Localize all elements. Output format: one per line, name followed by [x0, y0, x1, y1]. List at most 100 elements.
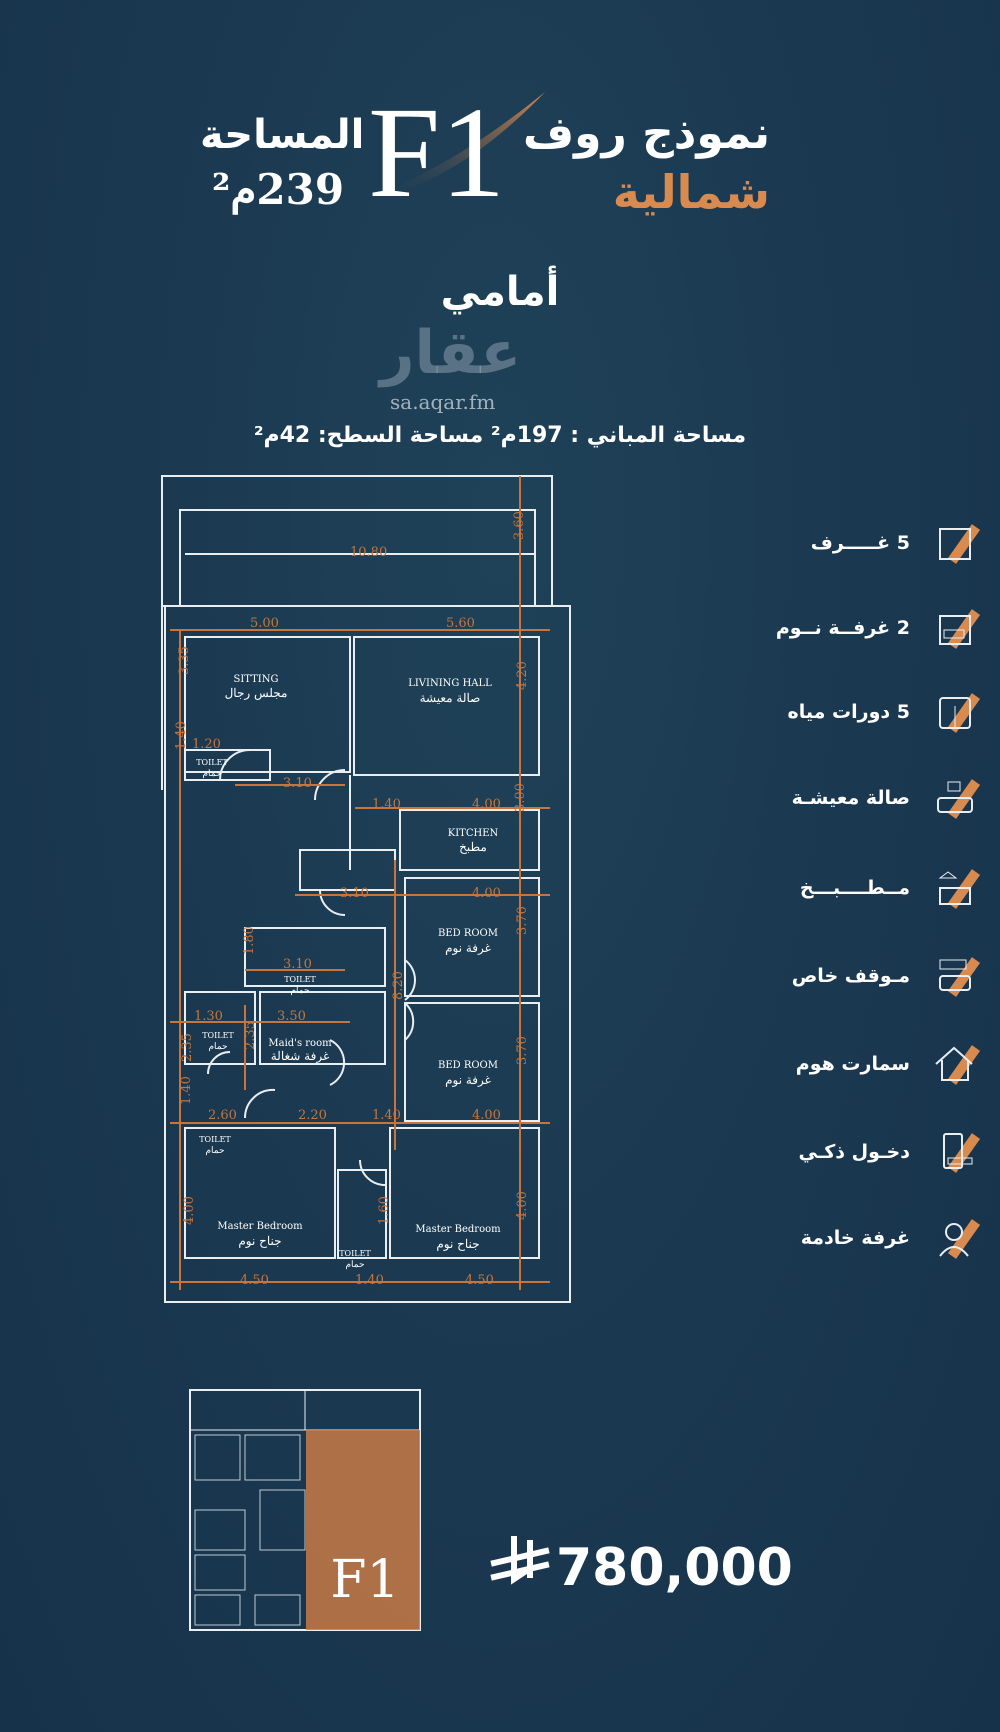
- smart-lock-icon: [943, 1133, 980, 1173]
- maid-icon: [939, 1219, 980, 1259]
- dim: 1.30: [194, 1009, 223, 1024]
- feature-label: 5 دورات مياه: [787, 701, 910, 723]
- key-plan: F1: [189, 1389, 421, 1631]
- room-label-en: TOILET: [199, 1135, 231, 1144]
- dim: 3.10: [283, 776, 312, 791]
- dim: 2.60: [208, 1108, 237, 1123]
- dim: 1.80: [242, 926, 257, 955]
- room-label-ar: غرفة نوم: [445, 941, 491, 955]
- dim: 3.60: [512, 511, 527, 540]
- parking-icon: [939, 957, 980, 997]
- feature-label: صالة معيشـة: [791, 787, 910, 809]
- room-label-en: BED ROOM: [438, 928, 498, 939]
- dim: 3.10: [340, 886, 369, 901]
- kitchen-icon: [938, 869, 980, 909]
- dim: 3.10: [283, 957, 312, 972]
- dim: 4.00: [182, 1196, 197, 1225]
- model-title: نموذج روف: [522, 108, 770, 159]
- room-label-ar: غرفة شغالة: [271, 1049, 329, 1063]
- bedroom-icon: [939, 609, 980, 649]
- price: 780,000: [490, 1535, 793, 1598]
- room-label-en: KITCHEN: [448, 828, 499, 839]
- dim: 1.40: [372, 797, 401, 812]
- areas-summary: مساحة المباني : 197م² مساحة السطح: 42م²: [253, 423, 747, 448]
- room-label-en: TOILET: [284, 975, 316, 984]
- room-label-ar: حمام: [202, 769, 221, 779]
- model-code: F1: [368, 81, 506, 225]
- feature-item: 5 دورات مياه: [600, 690, 980, 734]
- feature-item: 2 غرفــة نــوم: [600, 606, 980, 650]
- watermark-url: sa.aqar.fm: [390, 390, 496, 414]
- dim: 1.20: [192, 737, 221, 752]
- dim: 2.20: [298, 1108, 327, 1123]
- direction-label: شمالية: [612, 165, 770, 219]
- price-value: 780,000: [556, 1538, 793, 1598]
- dim: 4.20: [515, 661, 530, 690]
- position-label: أمامي: [440, 269, 560, 315]
- room-label-ar: صالة معيشة: [420, 691, 481, 705]
- dim: 3.35: [177, 646, 192, 675]
- room-label-en: TOILET: [196, 758, 228, 767]
- feature-item: صالة معيشـة: [600, 776, 980, 820]
- dim: 1.40: [372, 1108, 401, 1123]
- rooms-icon: [939, 524, 980, 564]
- dim: 5.60: [446, 616, 475, 631]
- dim: 3.50: [277, 1009, 306, 1024]
- dim: 4.50: [465, 1273, 494, 1288]
- room-label-ar: حمام: [208, 1042, 227, 1052]
- dim: 3.70: [515, 1036, 530, 1065]
- dim: 4.00: [515, 1191, 530, 1220]
- dim: 3.70: [515, 906, 530, 935]
- dim: 4.50: [240, 1273, 269, 1288]
- dim: 4.00: [472, 797, 501, 812]
- feature-label: غرفة خادمة: [800, 1227, 910, 1249]
- room-label-en: Master Bedroom: [217, 1221, 303, 1232]
- smart-home-icon: [935, 1045, 980, 1085]
- room-label-ar: غرفة نوم: [445, 1073, 491, 1087]
- feature-label: مــطــــبـــخ: [799, 877, 910, 899]
- dim: 1.40: [179, 1076, 194, 1105]
- wc-icon: [939, 693, 980, 733]
- room-label-ar: حمام: [205, 1146, 224, 1156]
- feature-label: مـوقف خاص: [791, 965, 910, 987]
- feature-label: دخـول ذكـي: [798, 1141, 910, 1163]
- dim: 8.20: [391, 971, 406, 1000]
- dim: 4.00: [472, 1108, 501, 1123]
- room-label-ar: جناح نوم: [436, 1237, 479, 1251]
- key-plan-highlight: [306, 1430, 420, 1630]
- room-label-ar: حمام: [290, 986, 309, 996]
- feature-item: 5 غـــــرف: [600, 521, 980, 565]
- dim: 1.60: [377, 1196, 392, 1225]
- room-labels: SITTING مجلس رجال LIVINING HALL صالة معي…: [196, 674, 501, 1270]
- dimension-labels: 10.80 3.60 5.00 5.60 3.35 4.20 1.40 1.20…: [174, 511, 530, 1288]
- key-plan-label: F1: [330, 1550, 399, 1610]
- dim: 10.80: [350, 545, 387, 560]
- feature-item: غرفة خادمة: [600, 1216, 980, 1260]
- feature-label: 2 غرفــة نــوم: [775, 617, 910, 639]
- feature-item: مـوقف خاص: [600, 954, 980, 998]
- room-label-en: TOILET: [202, 1031, 234, 1040]
- dim: 4.00: [472, 886, 501, 901]
- room-label-ar: جناح نوم: [238, 1234, 281, 1248]
- room-label-en: LIVINING HALL: [408, 678, 492, 689]
- room-label-ar: مجلس رجال: [225, 686, 288, 700]
- room-label-en: SITTING: [233, 674, 278, 685]
- dim: 2.35: [180, 1033, 195, 1062]
- area-label: المساحة: [200, 112, 365, 158]
- room-label-en: BED ROOM: [438, 1060, 498, 1071]
- room-label-en: TOILET: [339, 1249, 371, 1258]
- dim: 1.40: [355, 1273, 384, 1288]
- area-value: 239م²: [212, 165, 345, 214]
- room-label-en: Maid's room: [268, 1038, 332, 1049]
- dim: 3.00: [513, 783, 528, 812]
- room-label-ar: مطبخ: [459, 840, 487, 854]
- dim: 5.00: [250, 616, 279, 631]
- living-room-icon: [937, 779, 980, 819]
- feature-item: دخـول ذكـي: [600, 1130, 980, 1174]
- feature-item: مــطــــبـــخ: [600, 866, 980, 910]
- room-label-en: Master Bedroom: [415, 1224, 501, 1235]
- dim: 1.40: [174, 721, 189, 750]
- feature-item: سمارت هوم: [600, 1042, 980, 1086]
- room-label-ar: حمام: [345, 1260, 364, 1270]
